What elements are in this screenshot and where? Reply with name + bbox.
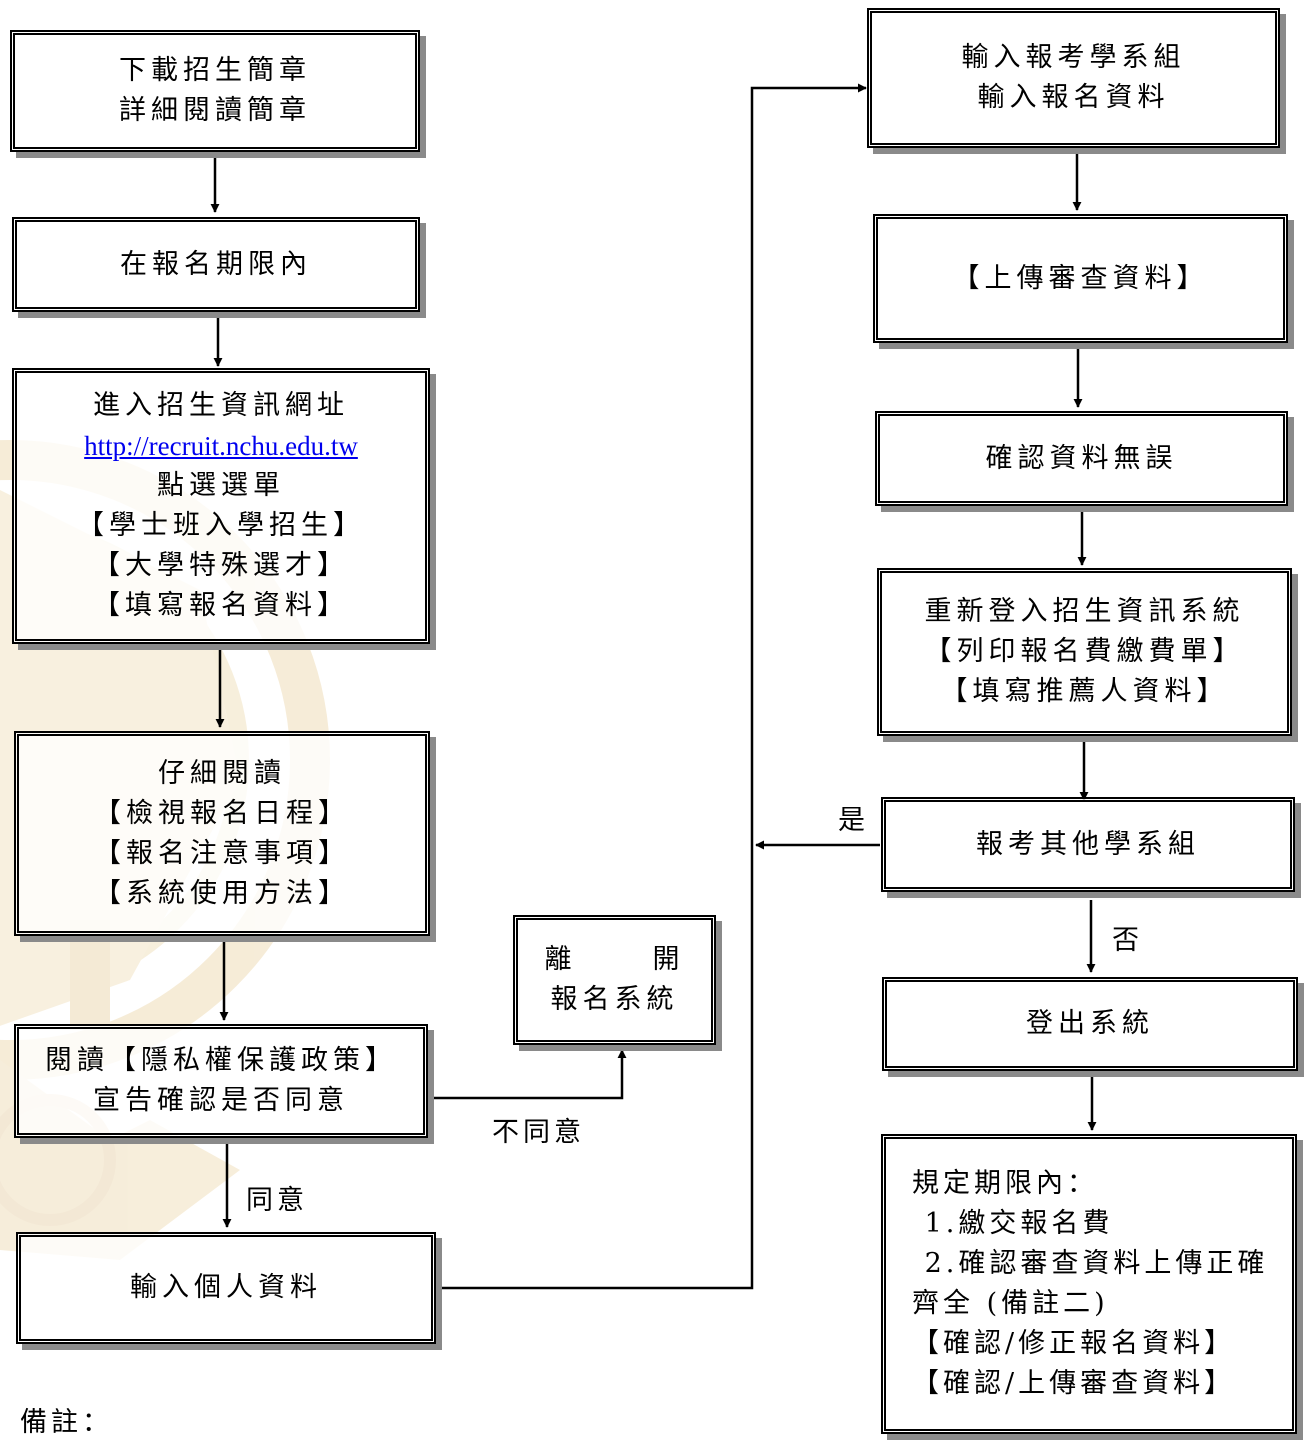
node-leave-system: 離 開 報名系統: [513, 915, 716, 1045]
node-text: 2.確認審查資料上傳正確: [912, 1248, 1269, 1279]
node-text: 閱讀【隱私權保護政策】: [45, 1045, 397, 1076]
node-text: 宣告確認是否同意: [93, 1085, 349, 1116]
node-download-brochure: 下載招生簡章 詳細閱讀簡章: [10, 30, 420, 152]
node-text: 【確認/上傳審查資料】: [912, 1368, 1236, 1399]
footnote-heading: 備註：: [20, 1407, 113, 1438]
arrow-privacy-to-leave: [430, 1049, 627, 1100]
node-text: 登出系統: [1026, 1008, 1154, 1039]
node-text: 【檢視報名日程】: [94, 797, 350, 829]
node-text: 報名系統: [550, 984, 679, 1015]
node-text: 【列印報名費繳費單】: [924, 636, 1245, 667]
node-text: 齊全 (備註二): [912, 1288, 1109, 1319]
node-text: 規定期限內：: [912, 1168, 1098, 1199]
node-read-carefully: 仔細閱讀 【檢視報名日程】 【報名注意事項】 【系統使用方法】: [14, 731, 430, 936]
node-text: 【系統使用方法】: [94, 877, 350, 909]
label-yes: 是: [838, 805, 869, 836]
node-text: 【學士班入學招生】: [77, 510, 365, 541]
node-text: 下載招生簡章: [119, 55, 311, 86]
node-relogin: 重新登入招生資訊系統 【列印報名費繳費單】 【填寫推薦人資料】: [877, 568, 1292, 736]
node-within-period: 在報名期限內: [12, 217, 420, 312]
node-text: 詳細閱讀簡章: [119, 95, 311, 126]
node-text: 仔細閱讀: [158, 757, 286, 789]
node-text: 重新登入招生資訊系統: [924, 596, 1245, 627]
node-text: 離: [544, 944, 577, 975]
node-text: 1.繳交報名費: [912, 1208, 1114, 1239]
node-text-row: 離 開: [545, 940, 685, 980]
label-agree: 同意: [246, 1185, 308, 1216]
node-text: 在報名期限內: [120, 248, 312, 280]
node-text: 【報名注意事項】: [94, 837, 350, 869]
node-text: 【確認/修正報名資料】: [912, 1328, 1236, 1359]
node-text: 開: [652, 944, 685, 975]
node-text: 確認資料無誤: [985, 442, 1178, 474]
node-logout: 登出系統: [882, 977, 1298, 1071]
node-input-department: 輸入報考學系組 輸入報名資料: [867, 8, 1280, 148]
node-privacy-policy: 閱讀【隱私權保護政策】 宣告確認是否同意: [14, 1024, 428, 1138]
node-upload-review: 【上傳審查資料】: [873, 214, 1288, 343]
node-text: 輸入報考學系組: [961, 42, 1186, 73]
node-text: 進入招生資訊網址: [93, 390, 349, 421]
recruit-site-link[interactable]: http://recruit.nchu.edu.tw: [84, 431, 358, 461]
node-text: 報考其他學系組: [976, 828, 1200, 860]
arrow-personal-to-input: [440, 83, 867, 1290]
node-text: 【大學特殊選才】: [93, 550, 349, 581]
node-text: 點選選單: [157, 470, 285, 501]
node-text: 【上傳審查資料】: [952, 262, 1209, 294]
node-text: 【填寫推薦人資料】: [940, 676, 1229, 707]
node-text: 輸入報名資料: [977, 82, 1170, 113]
node-text: 【填寫報名資料】: [93, 590, 349, 621]
node-enter-site: 進入招生資訊網址 http://recruit.nchu.edu.tw 點選選單…: [12, 368, 430, 644]
node-deadline-tasks: 規定期限內： 1.繳交報名費 2.確認審查資料上傳正確 齊全 (備註二) 【確認…: [881, 1134, 1297, 1434]
label-no: 否: [1112, 925, 1143, 956]
node-other-department: 報考其他學系組: [881, 797, 1295, 892]
node-personal-data: 輸入個人資料: [16, 1232, 436, 1344]
node-confirm-correct: 確認資料無誤: [875, 411, 1288, 506]
node-text: 輸入個人資料: [130, 1272, 322, 1303]
label-disagree: 不同意: [492, 1117, 585, 1148]
